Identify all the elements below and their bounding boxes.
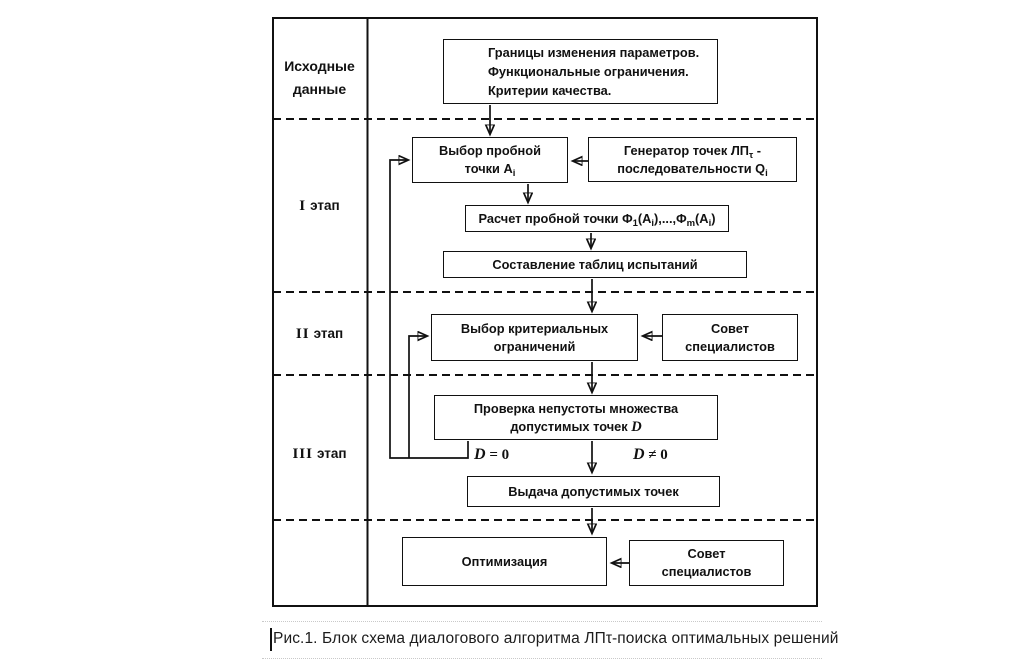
box-select-trial-point: Выбор пробной точки Ai (412, 137, 568, 183)
table-gridline-top (262, 621, 822, 622)
stage-label-line: данные (292, 81, 347, 97)
stage-word: этап (316, 446, 347, 461)
box-check-nonempty-set: Проверка непустоты множества допустимых … (434, 395, 718, 440)
stage-numeral: I (299, 198, 307, 214)
box-text-line: Выбор критериальных (460, 320, 609, 336)
box-parameter-bounds: Границы изменения параметров. Функционал… (443, 39, 718, 104)
branch-label-d-empty: D = 0 (474, 446, 510, 464)
box-text-line: специалистов (661, 564, 752, 579)
box-text-line: Совет (687, 546, 726, 561)
box-text-line: Выбор пробной (439, 143, 541, 158)
box-lp-tau-generator: Генератор точек ЛПτ - последовательности… (588, 137, 797, 182)
box-text-line: Выдача допустимых точек (508, 484, 679, 499)
feedback-line-to-select-point (389, 160, 469, 459)
box-text-line: точки Ai (464, 161, 516, 179)
stage-word: этап (310, 198, 340, 213)
box-output-admissible-points: Выдача допустимых точек (467, 476, 720, 507)
box-text-line: Оптимизация (461, 554, 548, 569)
box-text-line: Генератор точек ЛПτ - (623, 142, 762, 161)
box-text-line: Критерии качества. (488, 83, 612, 98)
stage-numeral: II (295, 326, 310, 342)
box-text-line: специалистов (685, 338, 775, 354)
stage-label-line: Исходные (284, 58, 355, 74)
table-gridline-bottom (262, 658, 822, 659)
stage-word: этап (313, 326, 344, 341)
text-cursor (270, 628, 272, 651)
box-calc-trial-point: Расчет пробной точки Φ1(Ai),...,Φm(Ai) (465, 205, 729, 232)
box-experts-council-final: Совет специалистов (629, 540, 784, 586)
feedback-line-to-criteria (408, 336, 427, 458)
box-experts-council-stage2: Совет специалистов (662, 314, 798, 361)
box-test-tables: Составление таблиц испытаний (443, 251, 747, 278)
box-text-line: Совет (711, 320, 749, 336)
stage-numeral: III (292, 446, 313, 462)
figure-caption[interactable]: Рис.1. Блок схема диалогового алгоритма … (273, 630, 839, 647)
box-text-line: Функциональные ограничения. (488, 64, 689, 79)
box-text-line: ограничений (493, 338, 576, 354)
branch-label-d-nonempty: D ≠ 0 (633, 446, 668, 464)
box-criteria-constraints: Выбор критериальных ограничений (431, 314, 638, 361)
box-text-line: последовательности Qi (617, 160, 768, 179)
box-text-line: Расчет пробной точки Φ1(Ai),...,Φm(Ai) (478, 211, 716, 229)
box-text-line: Проверка непустоты множества (473, 400, 679, 416)
flowchart-border (272, 17, 818, 607)
stage-label-initial-data: Исходные данные (272, 55, 367, 101)
box-text-line: Составление таблиц испытаний (492, 257, 698, 272)
box-text-line: допустимых точек D (510, 418, 642, 435)
box-text-line: Границы изменения параметров. (488, 45, 700, 60)
box-optimization: Оптимизация (402, 537, 607, 586)
